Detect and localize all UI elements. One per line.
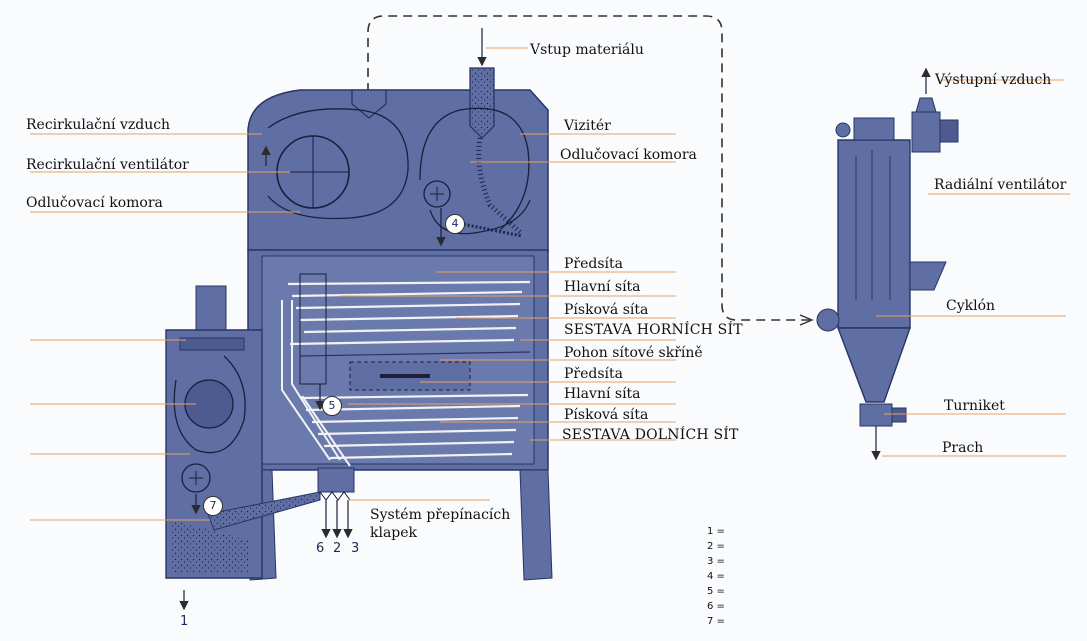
label-predsita-lower: Předsíta — [564, 366, 623, 382]
label-vyzitor: Vizitér — [564, 118, 611, 134]
label-system-prepinacich: Systém přepínacích — [370, 507, 511, 523]
radial-fan — [911, 111, 941, 153]
label-vstup-materialu: Vstup materiálu — [530, 42, 644, 58]
callout-4: 4 — [445, 214, 465, 234]
cyclone-cone — [836, 327, 911, 403]
legend-item: 6 = — [707, 601, 725, 612]
output-1: 1 — [180, 614, 189, 629]
flap-system — [317, 467, 355, 493]
material-inlet — [469, 67, 495, 139]
legend-item: 7 = — [707, 616, 725, 627]
label-hlavni-sita-lower: Hlavní síta — [564, 386, 641, 402]
label-predsita-upper: Předsíta — [564, 256, 623, 272]
label-odlucovaci-komora-left: Odlučovací komora — [26, 195, 163, 211]
upper-housing — [247, 89, 549, 253]
leg-right — [519, 469, 553, 581]
legend-item: 3 = — [707, 556, 725, 567]
label-radialni-ventilator: Radiální ventilátor — [934, 177, 1067, 193]
label-piskova-sita-upper: Písková síta — [564, 302, 649, 318]
legend-item: 2 = — [707, 541, 725, 552]
upper-sieves — [287, 280, 531, 346]
label-pohon-sitove-skrine: Pohon sítové skříně — [564, 345, 703, 361]
output-2: 2 — [333, 541, 342, 556]
feed-roller — [423, 180, 451, 208]
air-duct-dashed — [367, 15, 810, 321]
label-recirkulacni-ventilator: Recirkulační ventilátor — [26, 157, 189, 173]
label-prach: Prach — [942, 440, 984, 456]
motor — [195, 285, 227, 331]
legend-item: 1 = — [707, 526, 725, 537]
leader-lines — [30, 47, 1070, 521]
label-sestava-hornich-sit: SESTAVA HORNÍCH SÍT — [564, 322, 743, 338]
legend-item: 5 = — [707, 586, 725, 597]
label-recirkulacni-vzduch: Recirkulační vzduch — [26, 117, 171, 133]
label-turniket: Turniket — [944, 398, 1005, 414]
callout-5: 5 — [322, 396, 342, 416]
label-piskova-sita-lower: Písková síta — [564, 407, 649, 423]
rotary-valve — [859, 403, 893, 427]
cyclone-body — [837, 139, 911, 329]
output-6: 6 — [316, 541, 325, 556]
cyclone-inlet — [816, 308, 840, 332]
label-klapek: klapek — [370, 525, 418, 541]
label-cyklon: Cyklón — [946, 298, 996, 314]
legend: 1 = 2 = 3 = 4 = 5 = 6 = 7 = — [707, 524, 725, 629]
label-odlucovaci-komora-right: Odlučovací komora — [560, 147, 697, 163]
label-sestava-dolnich-sit: SESTAVA DOLNÍCH SÍT — [562, 427, 739, 443]
recirc-cone — [351, 89, 387, 119]
label-vystupni-vzduch: Výstupní vzduch — [935, 72, 1052, 88]
legend-item: 4 = — [707, 571, 725, 582]
callout-7: 7 — [203, 496, 223, 516]
output-3: 3 — [351, 541, 360, 556]
label-hlavni-sita-upper: Hlavní síta — [564, 279, 641, 295]
